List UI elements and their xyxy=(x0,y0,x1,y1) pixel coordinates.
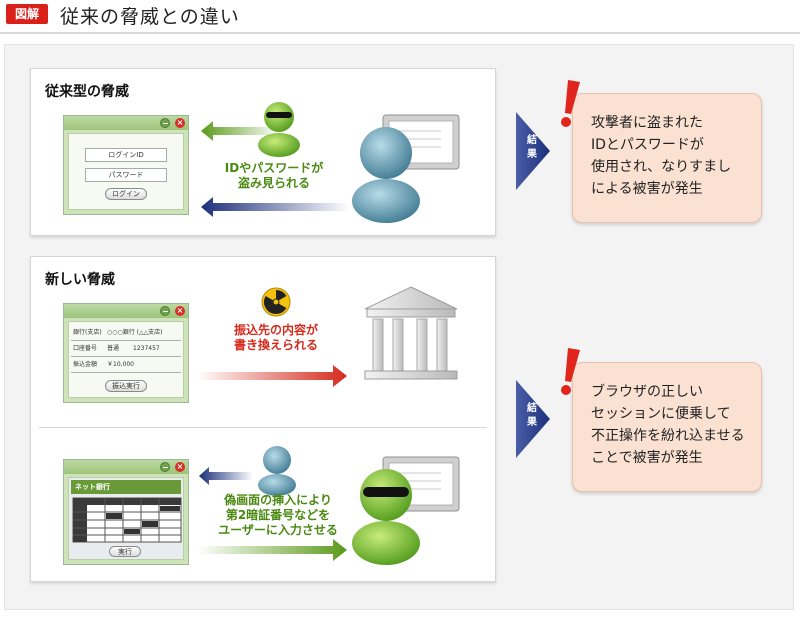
exclamation-icon xyxy=(561,348,580,395)
bank-icon xyxy=(364,286,458,380)
account-label: 口座番号 xyxy=(73,345,98,352)
amount-value: ￥10,000 xyxy=(107,361,134,368)
result-tab-1-label: 結果 xyxy=(527,135,537,160)
bank-value: ○○○銀行 (△△支店) xyxy=(107,329,163,336)
result-1-text: 攻撃者に盗まれた IDとパスワードが 使用され、なりすまし による被害が発生 xyxy=(591,112,731,200)
account-number: 1237457 xyxy=(133,345,160,352)
red-arrow-right-icon xyxy=(197,365,347,387)
minimize-icon[interactable] xyxy=(160,118,170,128)
caption-rewrite-line2: 書き換えられる xyxy=(233,338,318,352)
result-2-line: ブラウザの正しい xyxy=(591,384,703,400)
transfer-window-titlebar xyxy=(64,304,188,318)
result-bubble-1: 攻撃者に盗まれた IDとパスワードが 使用され、なりすまし による被害が発生 xyxy=(572,93,762,223)
section-divider xyxy=(39,427,487,428)
caption-fake-line3: ユーザーに入力させる xyxy=(218,523,338,537)
caption-fake: 偽画面の挿入により 第2暗証番号などを ユーザーに入力させる xyxy=(203,493,353,538)
login-window-titlebar xyxy=(64,116,188,130)
new-threat-title: 新しい脅威 xyxy=(45,272,115,288)
caption-fake-line2: 第2暗証番号などを xyxy=(225,508,331,522)
row-divider xyxy=(71,372,181,373)
result-2-line: ことで被害が発生 xyxy=(591,450,703,466)
minimize-icon[interactable] xyxy=(160,306,170,316)
page-title: 従来の脅威との違い xyxy=(60,6,240,28)
transfer-submit-button[interactable]: 振込実行 xyxy=(105,380,147,392)
caption-fake-line1: 偽画面の挿入により xyxy=(224,493,332,507)
navy-arrow-left-icon xyxy=(201,197,349,217)
amount-label: 振込金額 xyxy=(73,361,98,368)
result-tab-1: 結果 xyxy=(516,112,552,190)
fake-window-body: ネット銀行 実行 xyxy=(68,477,184,560)
result-bubble-2: ブラウザの正しい セッションに便乗して 不正操作を紛れ込ませる ことで被害が発生 xyxy=(572,362,762,492)
caption-rewrite: 振込先の内容が 書き換えられる xyxy=(211,323,341,353)
green-arrow-right-icon xyxy=(197,539,347,561)
minimize-icon[interactable] xyxy=(160,462,170,472)
result-2-line: 不正操作を紛れ込ませる xyxy=(591,428,745,444)
password-field[interactable]: パスワード xyxy=(85,168,167,182)
fake-window: × ネット銀行 実行 xyxy=(63,459,189,565)
caption-peek: IDやパスワードが 盗み見られる xyxy=(209,161,339,191)
caption-peek-line2: 盗み見られる xyxy=(237,176,310,190)
row-divider xyxy=(71,356,181,357)
transfer-window-body: 銀行(支店) ○○○銀行 (△△支店) 口座番号 普通 1237457 振込金額… xyxy=(68,321,184,398)
result-1-line: IDとパスワードが xyxy=(591,137,704,153)
old-threat-panel: 従来型の脅威 × ログインID パスワード ログイン IDやパスワードが 盗み見… xyxy=(30,68,496,236)
login-window-body: ログインID パスワード ログイン xyxy=(68,133,184,210)
caption-rewrite-line1: 振込先の内容が xyxy=(233,323,318,337)
bank-label: 銀行(支店) xyxy=(73,329,102,336)
result-1-line: 使用され、なりすまし xyxy=(591,159,732,175)
navy-arrow-left-icon xyxy=(199,467,253,485)
attacker-icon xyxy=(352,469,420,565)
green-arrow-left-icon xyxy=(201,121,279,141)
account-type: 普通 xyxy=(107,345,120,352)
old-threat-title: 従来型の脅威 xyxy=(45,84,129,100)
result-tab-2: 結果 xyxy=(516,380,552,458)
result-2-text: ブラウザの正しい セッションに便乗して 不正操作を紛れ込ませる ことで被害が発生 xyxy=(591,381,745,469)
result-1-line: による被害が発生 xyxy=(591,181,703,197)
close-icon[interactable]: × xyxy=(175,462,185,472)
close-icon[interactable]: × xyxy=(175,306,185,316)
close-icon[interactable]: × xyxy=(175,118,185,128)
diagram-badge: 図解 xyxy=(6,4,48,24)
row-divider xyxy=(71,340,181,341)
result-tab-2-label: 結果 xyxy=(527,403,537,428)
attacker-icon xyxy=(258,102,300,157)
login-button[interactable]: ログイン xyxy=(105,188,147,200)
fake-window-title: ネット銀行 xyxy=(71,480,181,494)
page-header: 図解 従来の脅威との違い xyxy=(0,0,800,34)
user-icon xyxy=(258,446,296,496)
new-threat-panel: 新しい脅威 × 銀行(支店) ○○○銀行 (△△支店) 口座番号 普通 1237… xyxy=(30,256,496,582)
fake-window-titlebar xyxy=(64,460,188,474)
result-arrow-1 xyxy=(516,112,550,190)
transfer-window: × 銀行(支店) ○○○銀行 (△△支店) 口座番号 普通 1237457 振込… xyxy=(63,303,189,403)
login-window: × ログインID パスワード ログイン xyxy=(63,115,189,215)
radiation-icon xyxy=(261,287,291,317)
result-2-line: セッションに便乗して xyxy=(591,406,731,422)
result-1-line: 攻撃者に盗まれた xyxy=(591,115,703,131)
user-icon xyxy=(352,127,420,223)
result-arrow-2 xyxy=(516,380,550,458)
fake-submit-button[interactable]: 実行 xyxy=(109,546,141,557)
security-code-grid xyxy=(72,497,182,543)
login-id-field[interactable]: ログインID xyxy=(85,148,167,162)
header-divider xyxy=(0,32,800,34)
caption-peek-line1: IDやパスワードが xyxy=(224,161,324,175)
exclamation-icon xyxy=(561,80,580,127)
